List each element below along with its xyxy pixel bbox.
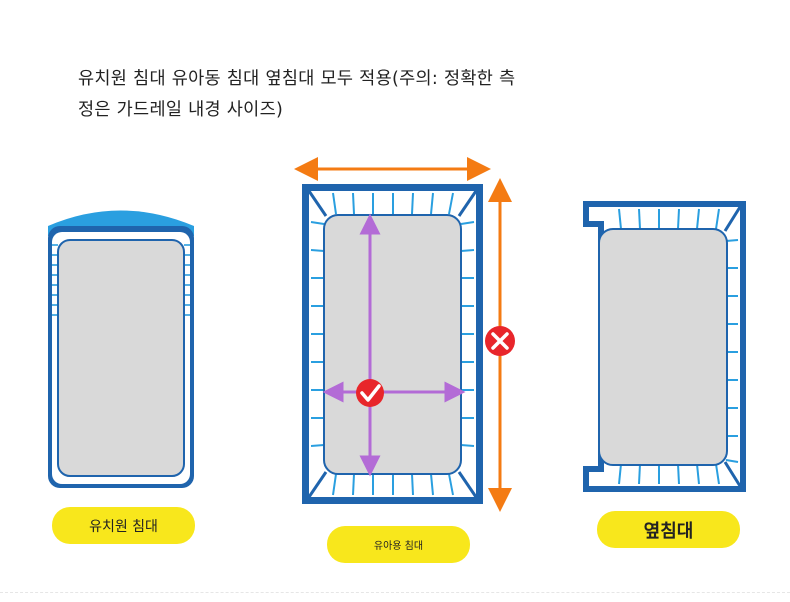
description-line-2: 정은 가드레일 내경 사이즈) [78,100,284,120]
check-mark-icon [356,379,384,407]
description-line-1: 유치원 침대 유아동 침대 옆침대 모두 적용(주의: 정확한 측 [78,69,516,89]
kindergarten-bed-label: 유치원 침대 [52,507,195,544]
kindergarten-bed-label-text: 유치원 침대 [89,518,158,535]
side-bed-label: 옆침대 [597,511,740,548]
side-bed-label-text: 옆침대 [643,520,694,542]
kindergarten-bed [48,210,194,488]
description-text: 유치원 침대 유아동 침대 옆침대 모두 적용(주의: 정확한 측 정은 가드레… [78,64,578,126]
side-bed [583,201,746,492]
toddler-bed-label-text: 유아용 침대 [373,541,424,552]
toddler-bed-label: 유아용 침대 [327,526,470,563]
toddler-bed [294,157,515,512]
x-mark-icon [485,326,515,356]
divider [0,592,790,593]
